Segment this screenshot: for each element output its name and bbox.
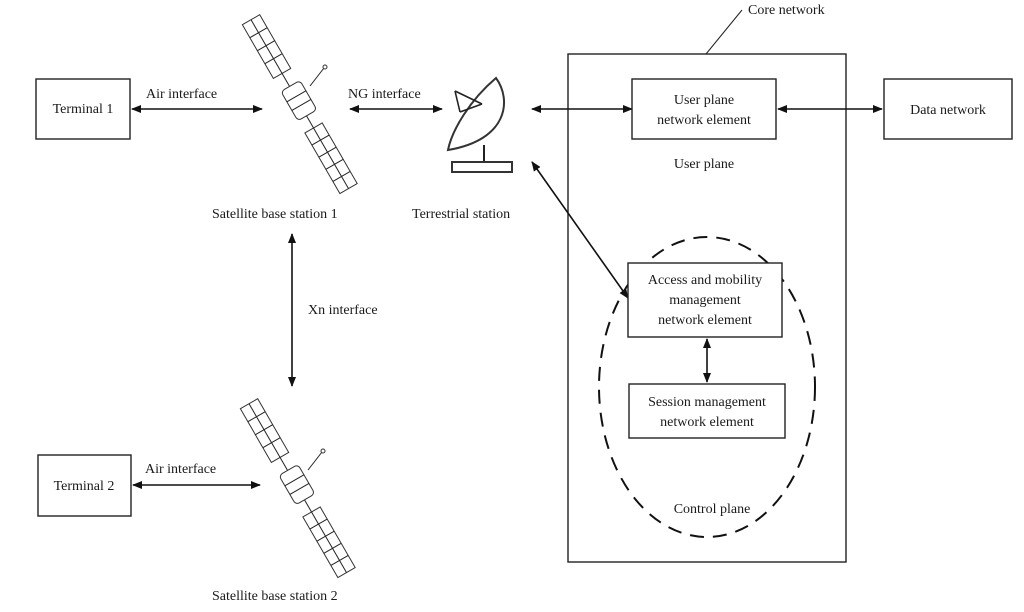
- core-network-leader-line: [705, 9, 743, 55]
- access-mobility-management-element[interactable]: Access and mobility management network e…: [627, 262, 783, 338]
- satellite-2-icon: [239, 397, 358, 579]
- upf-label-line1: User plane: [674, 93, 734, 108]
- air-interface-1-label: Air interface: [146, 87, 217, 102]
- amf-label-line3: network element: [658, 313, 752, 328]
- session-management-element[interactable]: Session management network element: [628, 383, 786, 439]
- terminal-1-label: Terminal 1: [53, 102, 114, 117]
- terminal-1[interactable]: Terminal 1: [35, 78, 131, 140]
- core-network-label: Core network: [748, 3, 825, 18]
- data-network[interactable]: Data network: [883, 78, 1013, 140]
- satellite-1-icon: [241, 13, 360, 195]
- terrestrial-station-label: Terrestrial station: [412, 207, 510, 222]
- xn-interface-label: Xn interface: [308, 303, 378, 318]
- data-network-label: Data network: [910, 103, 986, 118]
- station-to-amf-arrow: [531, 161, 629, 299]
- satellite-2-label: Satellite base station 2: [212, 589, 338, 604]
- upf-box: [631, 78, 777, 140]
- control-plane-boundary: [598, 236, 816, 538]
- terminal-2-label: Terminal 2: [54, 479, 115, 494]
- ng-interface-label: NG interface: [348, 87, 421, 102]
- air-interface-2-label: Air interface: [145, 462, 216, 477]
- terminal-2[interactable]: Terminal 2: [37, 454, 132, 517]
- smf-label-line1: Session management: [648, 395, 766, 410]
- user-plane-label: User plane: [674, 157, 734, 172]
- data-network-box: [883, 78, 1013, 140]
- smf-label-line2: network element: [660, 415, 754, 430]
- smf-box: [628, 383, 786, 439]
- terminal-1-box: [35, 78, 131, 140]
- upf-label-line2: network element: [657, 113, 751, 128]
- control-plane-label: Control plane: [674, 502, 751, 517]
- amf-label-line1: Access and mobility: [648, 273, 762, 288]
- terminal-2-box: [37, 454, 132, 517]
- amf-box: [627, 262, 783, 338]
- satellite-1-label: Satellite base station 1: [212, 207, 338, 222]
- user-plane-network-element[interactable]: User plane network element: [631, 78, 777, 140]
- terrestrial-station-icon: [446, 76, 513, 173]
- amf-label-line2: management: [669, 293, 741, 308]
